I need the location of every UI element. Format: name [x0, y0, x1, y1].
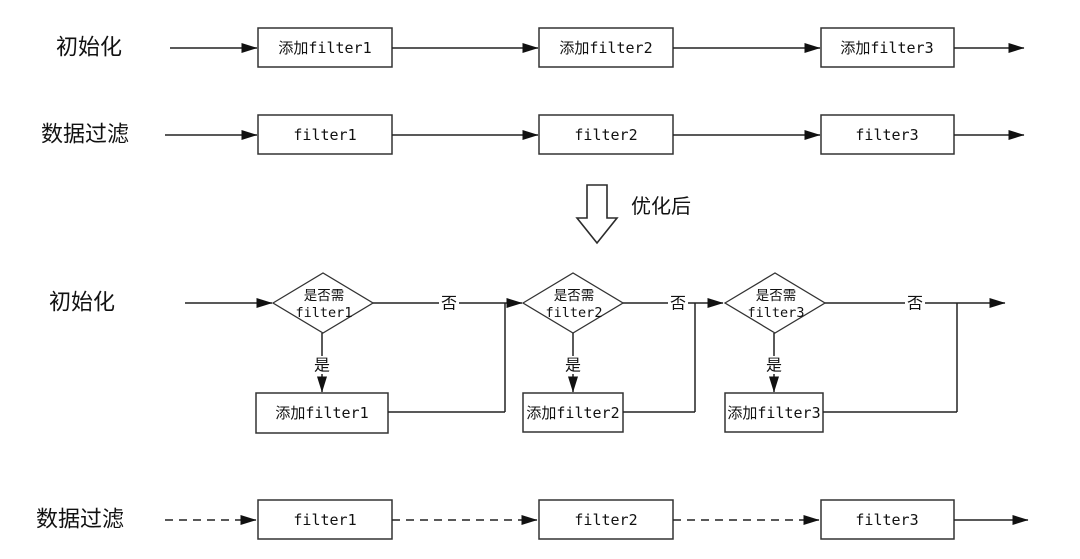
bottom-filter-label: 数据过滤 [36, 508, 124, 533]
bottom-init-label: 初始化 [49, 291, 115, 316]
filter2-box-bottom [538, 499, 674, 540]
no-label-2: 否 [670, 294, 686, 313]
top-init-label: 初始化 [56, 36, 122, 61]
yes-label-bg-2 [564, 356, 582, 374]
action-box-3 [724, 392, 824, 433]
bottom-filter-row: 数据过滤 filter1 filter2 filter3 [36, 499, 1029, 540]
action-box-1-label: 添加filter1 [275, 404, 368, 422]
yes-label-1: 是 [314, 356, 330, 375]
yes-label-bg-3 [765, 356, 783, 374]
filter1-box-bottom-label: filter1 [293, 511, 356, 529]
filter3-box-top-label: filter3 [855, 126, 918, 144]
add-filter3-box-top [820, 27, 955, 68]
action-box-1 [255, 392, 389, 434]
no-label-bg-1 [439, 294, 459, 313]
top-filter-row: 数据过滤 filter1 filter2 filter3 [41, 114, 1025, 155]
decision-1-question-line2: filter1 [296, 305, 353, 321]
decision-3: 是否需 filter3 否 是 添加filter3 [723, 272, 1006, 433]
bottom-init-row: 初始化 是否需 filter1 否 是 添加filter1 是否需 filter… [49, 272, 1006, 434]
filter3-box-top [820, 114, 955, 155]
yes-label-3: 是 [766, 356, 782, 375]
no-label-3: 否 [907, 294, 923, 313]
yes-label-2: 是 [565, 356, 581, 375]
action-box-3-label: 添加filter3 [727, 404, 820, 422]
no-label-bg-2 [668, 294, 688, 313]
no-label-bg-3 [905, 294, 925, 313]
yes-label-bg-1 [313, 356, 331, 374]
filter1-box-top-label: filter1 [293, 126, 356, 144]
action-box-2 [522, 392, 624, 433]
decision-2-question-line1: 是否需 [554, 288, 595, 304]
decision-2-question-line2: filter2 [546, 305, 603, 321]
top-filter-label: 数据过滤 [41, 123, 129, 148]
top-init-row: 初始化 添加filter1 添加filter2 添加filter3 [56, 27, 1025, 68]
decision-1: 是否需 filter1 否 是 添加filter1 [255, 272, 523, 434]
decision-3-question-line1: 是否需 [756, 288, 797, 304]
decision-2: 是否需 filter2 否 是 添加filter2 [521, 272, 724, 433]
add-filter2-box-top [538, 27, 674, 68]
decision-3-question-line2: filter3 [748, 305, 805, 321]
action-box-2-label: 添加filter2 [526, 404, 619, 422]
add-filter3-box-top-label: 添加filter3 [840, 39, 933, 57]
down-arrow-icon [575, 184, 619, 245]
no-label-1: 否 [441, 294, 457, 313]
filter1-box-bottom [257, 499, 393, 540]
filter2-box-top [538, 114, 674, 155]
transition-label: 优化后 [631, 194, 691, 218]
add-filter1-box-top-label: 添加filter1 [278, 39, 371, 57]
transition: 优化后 [575, 184, 691, 245]
filter2-box-bottom-label: filter2 [574, 511, 637, 529]
filter2-box-top-label: filter2 [574, 126, 637, 144]
decision-1-question-line1: 是否需 [304, 288, 345, 304]
filter3-box-bottom-label: filter3 [855, 511, 918, 529]
add-filter2-box-top-label: 添加filter2 [559, 39, 652, 57]
